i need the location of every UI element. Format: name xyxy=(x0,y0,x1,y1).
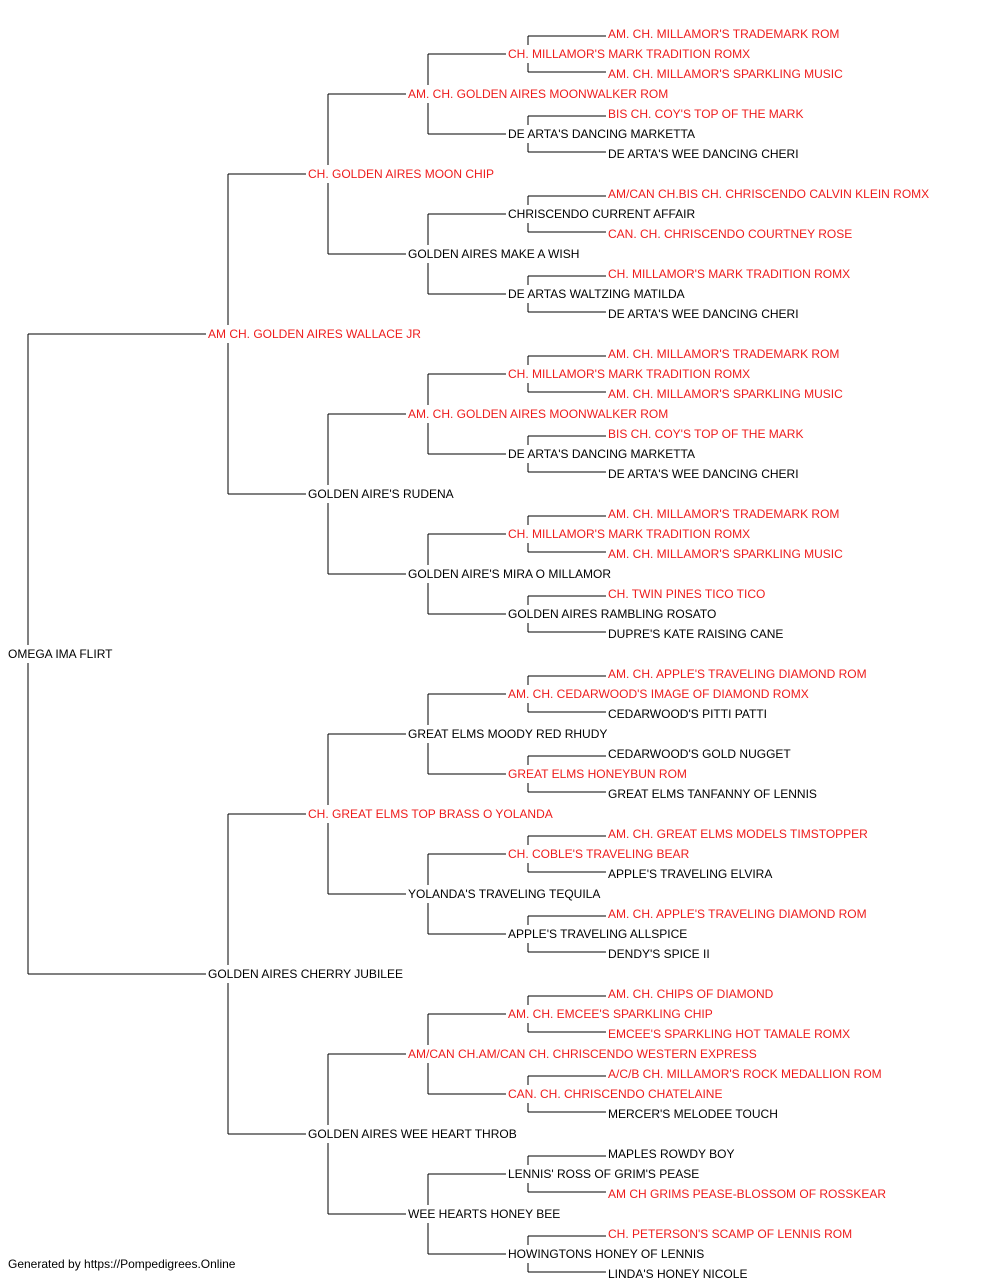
ancestor-name: LINDA'S HONEY NICOLE xyxy=(608,1267,748,1281)
ancestor-name: DE ARTA'S WEE DANCING CHERI xyxy=(608,467,799,481)
ancestor-name: CH. COBLE'S TRAVELING BEAR xyxy=(508,847,690,861)
ancestor-name: DE ARTAS WALTZING MATILDA xyxy=(508,287,685,301)
ancestor-name: AM. CH. MILLAMOR'S TRADEMARK ROM xyxy=(608,27,840,41)
ancestor-name: AM. CH. APPLE'S TRAVELING DIAMOND ROM xyxy=(608,907,867,921)
ancestor-name: GOLDEN AIRES WEE HEART THROB xyxy=(308,1127,517,1141)
ancestor-name: AM. CH. MILLAMOR'S SPARKLING MUSIC xyxy=(608,387,843,401)
ancestor-name: AM. CH. GOLDEN AIRES MOONWALKER ROM xyxy=(408,407,669,421)
ancestor-name: DENDY'S SPICE II xyxy=(608,947,710,961)
subject-dog-name: OMEGA IMA FLIRT xyxy=(8,647,113,661)
ancestor-name: GREAT ELMS HONEYBUN ROM xyxy=(508,767,687,781)
ancestor-name: CH. MILLAMOR'S MARK TRADITION ROMX xyxy=(508,367,751,381)
ancestor-name: EMCEE'S SPARKLING HOT TAMALE ROMX xyxy=(608,1027,851,1041)
ancestor-name: CAN. CH. CHRISCENDO CHATELAINE xyxy=(508,1087,723,1101)
ancestor-name: LENNIS' ROSS OF GRIM'S PEASE xyxy=(508,1167,700,1181)
ancestor-name: AM/CAN CH.AM/CAN CH. CHRISCENDO WESTERN … xyxy=(408,1047,757,1061)
ancestor-name: GOLDEN AIRES RAMBLING ROSATO xyxy=(508,607,717,621)
ancestor-name: GREAT ELMS MOODY RED RHUDY xyxy=(408,727,608,741)
ancestor-name: HOWINGTONS HONEY OF LENNIS xyxy=(508,1247,705,1261)
ancestor-name: AM. CH. EMCEE'S SPARKLING CHIP xyxy=(508,1007,713,1021)
ancestor-name: DUPRE'S KATE RAISING CANE xyxy=(608,627,784,641)
ancestor-name: GREAT ELMS TANFANNY OF LENNIS xyxy=(608,787,817,801)
ancestor-name: AM CH. GOLDEN AIRES WALLACE JR xyxy=(208,327,421,341)
ancestor-name: CH. GREAT ELMS TOP BRASS O YOLANDA xyxy=(308,807,553,821)
ancestor-name: A/C/B CH. MILLAMOR'S ROCK MEDALLION ROM xyxy=(608,1067,882,1081)
ancestor-name: DE ARTA'S DANCING MARKETTA xyxy=(508,127,695,141)
ancestor-name: MERCER'S MELODEE TOUCH xyxy=(608,1107,778,1121)
ancestor-name: CH. MILLAMOR'S MARK TRADITION ROMX xyxy=(608,267,851,281)
ancestor-name: GOLDEN AIRES MAKE A WISH xyxy=(408,247,580,261)
ancestor-name: AM. CH. MILLAMOR'S SPARKLING MUSIC xyxy=(608,67,843,81)
ancestor-name: AM. CH. GREAT ELMS MODELS TIMSTOPPER xyxy=(608,827,868,841)
ancestor-name: CH. GOLDEN AIRES MOON CHIP xyxy=(308,167,495,181)
ancestor-name: AM CH GRIMS PEASE-BLOSSOM OF ROSSKEAR xyxy=(608,1187,887,1201)
ancestor-name: DE ARTA'S WEE DANCING CHERI xyxy=(608,307,799,321)
ancestor-name: CEDARWOOD'S GOLD NUGGET xyxy=(608,747,791,761)
ancestor-name: CH. MILLAMOR'S MARK TRADITION ROMX xyxy=(508,47,751,61)
ancestor-name: AM. CH. MILLAMOR'S SPARKLING MUSIC xyxy=(608,547,843,561)
ancestor-name: CH. TWIN PINES TICO TICO xyxy=(608,587,766,601)
ancestor-name: AM. CH. APPLE'S TRAVELING DIAMOND ROM xyxy=(608,667,867,681)
ancestor-name: APPLE'S TRAVELING ALLSPICE xyxy=(508,927,688,941)
ancestor-name: WEE HEARTS HONEY BEE xyxy=(408,1207,561,1221)
ancestor-name: CHRISCENDO CURRENT AFFAIR xyxy=(508,207,696,221)
ancestor-name: CH. PETERSON'S SCAMP OF LENNIS ROM xyxy=(608,1227,853,1241)
ancestor-name: DE ARTA'S DANCING MARKETTA xyxy=(508,447,695,461)
ancestor-name: DE ARTA'S WEE DANCING CHERI xyxy=(608,147,799,161)
ancestor-name: CAN. CH. CHRISCENDO COURTNEY ROSE xyxy=(608,227,853,241)
ancestor-name: AM. CH. GOLDEN AIRES MOONWALKER ROM xyxy=(408,87,669,101)
ancestor-name: GOLDEN AIRE'S MIRA O MILLAMOR xyxy=(408,567,612,581)
ancestor-name: AM. CH. CEDARWOOD'S IMAGE OF DIAMOND ROM… xyxy=(508,687,809,701)
ancestor-name: AM/CAN CH.BIS CH. CHRISCENDO CALVIN KLEI… xyxy=(608,187,930,201)
generated-by-footer: Generated by https://Pompedigrees.Online xyxy=(8,1257,236,1271)
ancestor-name: BIS CH. COY'S TOP OF THE MARK xyxy=(608,107,804,121)
ancestor-name: MAPLES ROWDY BOY xyxy=(608,1147,735,1161)
ancestor-name: YOLANDA'S TRAVELING TEQUILA xyxy=(408,887,601,901)
ancestor-name: CEDARWOOD'S PITTI PATTI xyxy=(608,707,767,721)
ancestor-name: AM. CH. CHIPS OF DIAMOND xyxy=(608,987,774,1001)
ancestor-name: CH. MILLAMOR'S MARK TRADITION ROMX xyxy=(508,527,751,541)
ancestor-name: AM. CH. MILLAMOR'S TRADEMARK ROM xyxy=(608,347,840,361)
ancestor-name: GOLDEN AIRES CHERRY JUBILEE xyxy=(208,967,403,981)
ancestor-name: AM. CH. MILLAMOR'S TRADEMARK ROM xyxy=(608,507,840,521)
ancestor-name: APPLE'S TRAVELING ELVIRA xyxy=(608,867,773,881)
ancestor-name: BIS CH. COY'S TOP OF THE MARK xyxy=(608,427,804,441)
ancestor-name: GOLDEN AIRE'S RUDENA xyxy=(308,487,454,501)
